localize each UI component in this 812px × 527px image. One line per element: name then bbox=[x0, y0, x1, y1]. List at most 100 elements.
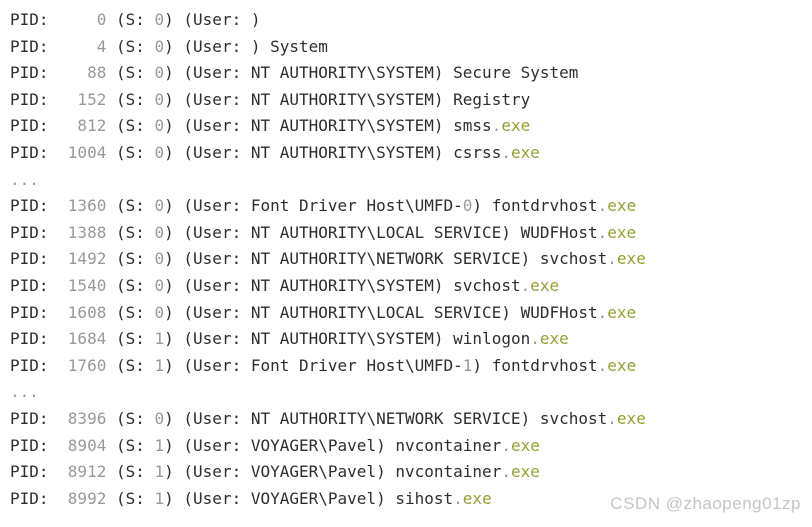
user-value: NT AUTHORITY\SYSTEM bbox=[250, 116, 434, 136]
ellipsis-text: ... bbox=[10, 169, 39, 189]
user-label: ) (User: bbox=[164, 408, 251, 428]
session-label: (S: bbox=[106, 302, 155, 322]
user-value: NT AUTHORITY\LOCAL SERVICE bbox=[250, 222, 502, 242]
user-value: NT AUTHORITY\SYSTEM bbox=[250, 63, 434, 83]
user-value: NT AUTHORITY\NETWORK SERVICE bbox=[250, 408, 521, 428]
extension-dot: . bbox=[607, 408, 617, 428]
pid-value: 1388 bbox=[48, 222, 107, 242]
process-line: PID: 1004 (S: 0) (User: NT AUTHORITY\SYS… bbox=[10, 140, 802, 167]
session-value: 1 bbox=[154, 488, 165, 508]
name-separator bbox=[386, 489, 396, 508]
user-label: ) (User: bbox=[164, 435, 251, 455]
user-label: ) (User: bbox=[164, 63, 251, 83]
process-line: PID: 8992 (S: 1) (User: VOYAGER\Pavel) s… bbox=[10, 486, 802, 513]
process-line: PID: 1540 (S: 0) (User: NT AUTHORITY\SYS… bbox=[10, 273, 802, 300]
session-label: (S: bbox=[106, 10, 155, 29]
user-label: ) (User: bbox=[164, 222, 251, 242]
process-line: PID: 1608 (S: 0) (User: NT AUTHORITY\LOC… bbox=[10, 300, 802, 327]
session-label: (S: bbox=[106, 329, 155, 349]
exe-extension: exe bbox=[607, 222, 637, 242]
exe-extension: exe bbox=[510, 462, 540, 482]
pid-label: PID: bbox=[10, 142, 49, 162]
name-separator bbox=[482, 196, 492, 215]
extension-dot: . bbox=[501, 142, 511, 162]
user-value: NT AUTHORITY\SYSTEM bbox=[250, 89, 434, 109]
user-value: VOYAGER\Pavel bbox=[250, 462, 377, 482]
pid-value: 1608 bbox=[48, 302, 107, 322]
process-name: nvcontainer bbox=[395, 435, 502, 455]
session-value: 0 bbox=[154, 275, 165, 295]
process-name: csrss bbox=[453, 142, 502, 162]
close-paren: ) bbox=[376, 435, 386, 455]
user-label: ) (User: bbox=[164, 10, 251, 29]
user-value-number: 0 bbox=[462, 196, 473, 216]
user-label: ) (User: bbox=[164, 196, 251, 216]
name-separator bbox=[482, 356, 492, 375]
user-label: ) (User: bbox=[164, 462, 251, 482]
process-line: PID: 8912 (S: 1) (User: VOYAGER\Pavel) n… bbox=[10, 459, 802, 486]
name-separator bbox=[511, 223, 521, 242]
user-label: ) (User: bbox=[164, 116, 251, 136]
session-value: 1 bbox=[154, 355, 165, 375]
session-value: 1 bbox=[154, 329, 165, 349]
session-label: (S: bbox=[106, 435, 155, 455]
process-line: PID: 88 (S: 0) (User: NT AUTHORITY\SYSTE… bbox=[10, 60, 802, 87]
pid-value: 1540 bbox=[48, 275, 107, 295]
pid-label: PID: bbox=[10, 275, 49, 295]
user-value: NT AUTHORITY\SYSTEM bbox=[250, 142, 434, 162]
session-value: 0 bbox=[154, 302, 165, 322]
process-name: sihost bbox=[395, 488, 454, 508]
user-label: ) (User: bbox=[164, 329, 251, 349]
user-label: ) (User: bbox=[164, 275, 251, 295]
process-name: Registry bbox=[453, 89, 531, 109]
extension-dot: . bbox=[597, 355, 608, 375]
user-label: ) (User: bbox=[164, 355, 251, 375]
session-value: 0 bbox=[154, 63, 165, 83]
session-label: (S: bbox=[106, 408, 155, 428]
session-label: (S: bbox=[106, 142, 155, 162]
session-label: (S: bbox=[106, 222, 155, 242]
user-value: VOYAGER\Pavel bbox=[250, 435, 377, 455]
pid-label: PID: bbox=[10, 222, 49, 242]
pid-value: 4 bbox=[48, 36, 107, 56]
close-paren: ) bbox=[433, 116, 444, 136]
process-line: PID: 8396 (S: 0) (User: NT AUTHORITY\NET… bbox=[10, 406, 802, 433]
exe-extension: exe bbox=[607, 196, 637, 216]
pid-label: PID: bbox=[10, 329, 49, 349]
exe-extension: exe bbox=[501, 116, 531, 136]
process-line: PID: 152 (S: 0) (User: NT AUTHORITY\SYST… bbox=[10, 87, 802, 114]
exe-extension: exe bbox=[607, 355, 637, 375]
session-value: 0 bbox=[154, 142, 165, 162]
session-label: (S: bbox=[106, 488, 155, 508]
user-value: Font Driver Host\UMFD- bbox=[250, 355, 463, 375]
pid-label: PID: bbox=[10, 89, 49, 109]
name-separator bbox=[386, 436, 396, 455]
pid-value: 8912 bbox=[48, 462, 107, 482]
exe-extension: exe bbox=[530, 275, 560, 295]
session-label: (S: bbox=[106, 89, 155, 109]
pid-value: 88 bbox=[48, 63, 107, 83]
name-separator bbox=[444, 116, 454, 135]
close-paren: ) bbox=[433, 275, 444, 295]
session-value: 0 bbox=[154, 249, 165, 269]
extension-dot: . bbox=[491, 116, 502, 136]
user-label: ) (User: bbox=[164, 249, 251, 269]
pid-label: PID: bbox=[10, 196, 49, 216]
extension-dot: . bbox=[597, 196, 608, 216]
session-value: 0 bbox=[154, 116, 165, 136]
session-label: (S: bbox=[106, 275, 155, 295]
session-value: 0 bbox=[154, 222, 165, 242]
pid-label: PID: bbox=[10, 435, 49, 455]
pid-value: 1760 bbox=[48, 355, 107, 375]
pid-value: 1004 bbox=[48, 142, 107, 162]
pid-label: PID: bbox=[10, 302, 49, 322]
process-name: Secure System bbox=[453, 63, 579, 83]
ellipsis-line: ... bbox=[10, 167, 802, 194]
ellipsis-line: ... bbox=[10, 379, 802, 406]
process-name: winlogon bbox=[453, 329, 531, 349]
name-separator bbox=[530, 409, 540, 428]
extension-dot: . bbox=[597, 222, 608, 242]
session-label: (S: bbox=[106, 36, 155, 56]
process-line: PID: 1492 (S: 0) (User: NT AUTHORITY\NET… bbox=[10, 246, 802, 273]
